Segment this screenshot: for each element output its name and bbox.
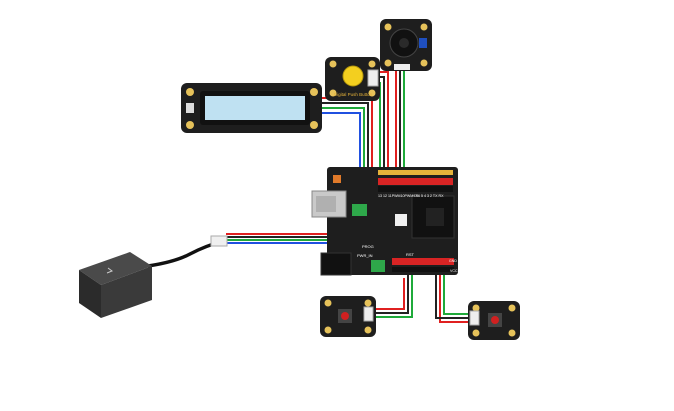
speaker-center xyxy=(399,38,409,48)
button-module-left xyxy=(320,296,376,337)
wire xyxy=(380,71,389,180)
wire xyxy=(443,266,468,315)
wire xyxy=(439,268,468,323)
button-cap xyxy=(491,316,499,324)
pin-labels-pwm: 7 6 5 4 3 2 TX RX xyxy=(415,194,444,198)
board-logo xyxy=(395,214,407,226)
mount-hole xyxy=(368,89,376,97)
distance-sensor xyxy=(79,235,228,318)
usb-inner xyxy=(316,196,336,212)
mount-hole xyxy=(310,88,318,96)
microcontroller-board: 13 12 11PWM10PWM9 8 7 6 5 4 3 2 TX RX PW… xyxy=(311,167,458,276)
potentiometer xyxy=(419,38,427,48)
mount-hole xyxy=(324,326,332,334)
cable-connector xyxy=(210,235,228,247)
wire xyxy=(376,268,413,318)
left-button-wires xyxy=(376,268,413,318)
reset-button xyxy=(333,175,341,183)
right-button-wires xyxy=(435,266,468,323)
connector xyxy=(363,306,374,322)
chip-inner xyxy=(426,208,444,226)
terminal-block xyxy=(352,204,367,216)
lcd-screen xyxy=(205,96,305,120)
connector xyxy=(367,69,379,87)
mount-hole xyxy=(329,60,337,68)
mount-hole xyxy=(186,88,194,96)
mount-hole xyxy=(508,304,516,312)
digital-push-button-module: Digital Push Button xyxy=(325,57,380,101)
mount-hole xyxy=(384,59,392,67)
power-jack xyxy=(320,252,352,276)
speaker-module xyxy=(380,19,432,71)
pin-labels-digital: 13 12 11PWM10PWM9 8 xyxy=(378,194,418,198)
label-prog: PROG xyxy=(362,244,374,249)
mount-hole xyxy=(310,121,318,129)
label-power-in: PWR_IN xyxy=(357,253,373,258)
connector xyxy=(186,103,194,113)
mount-hole xyxy=(364,299,372,307)
wire xyxy=(376,272,409,314)
lcd-wires xyxy=(322,97,373,178)
terminal-block xyxy=(371,260,385,272)
sensor-logo xyxy=(106,267,114,274)
mount-hole xyxy=(508,329,516,337)
mount-hole xyxy=(384,23,392,31)
mount-hole xyxy=(368,60,376,68)
sensor-body-front xyxy=(79,270,101,318)
mount-hole xyxy=(420,59,428,67)
push-button-label: Digital Push Button xyxy=(334,92,373,97)
mount-hole xyxy=(324,299,332,307)
header-top-black xyxy=(378,186,453,192)
wire xyxy=(380,76,385,180)
header-bottom-red xyxy=(392,258,454,265)
wire xyxy=(322,112,361,178)
header-bottom-black xyxy=(392,267,454,272)
wire xyxy=(376,278,405,310)
label-gnd: GND xyxy=(449,259,457,263)
sensor-body-top xyxy=(79,252,152,285)
button-cap xyxy=(342,65,364,87)
wire xyxy=(322,107,365,176)
sensor-body-side xyxy=(101,266,152,318)
label-reset: RST xyxy=(406,252,415,257)
button-module-right xyxy=(468,301,520,340)
mount-hole xyxy=(472,304,480,312)
mount-hole xyxy=(186,121,194,129)
wire xyxy=(322,102,369,170)
wire xyxy=(435,268,468,319)
mount-hole xyxy=(329,89,337,97)
board-pcb xyxy=(327,167,458,275)
header-top-gold xyxy=(378,170,453,175)
mount-hole xyxy=(364,326,372,334)
connector xyxy=(394,64,410,70)
label-vcc: VCC xyxy=(450,269,458,273)
mount-hole xyxy=(420,23,428,31)
button-cap xyxy=(341,312,349,320)
mount-hole xyxy=(472,329,480,337)
lcd-display-module xyxy=(181,83,322,133)
header-top-red xyxy=(378,178,453,185)
push-button-wires xyxy=(379,71,389,180)
connector xyxy=(469,310,480,326)
